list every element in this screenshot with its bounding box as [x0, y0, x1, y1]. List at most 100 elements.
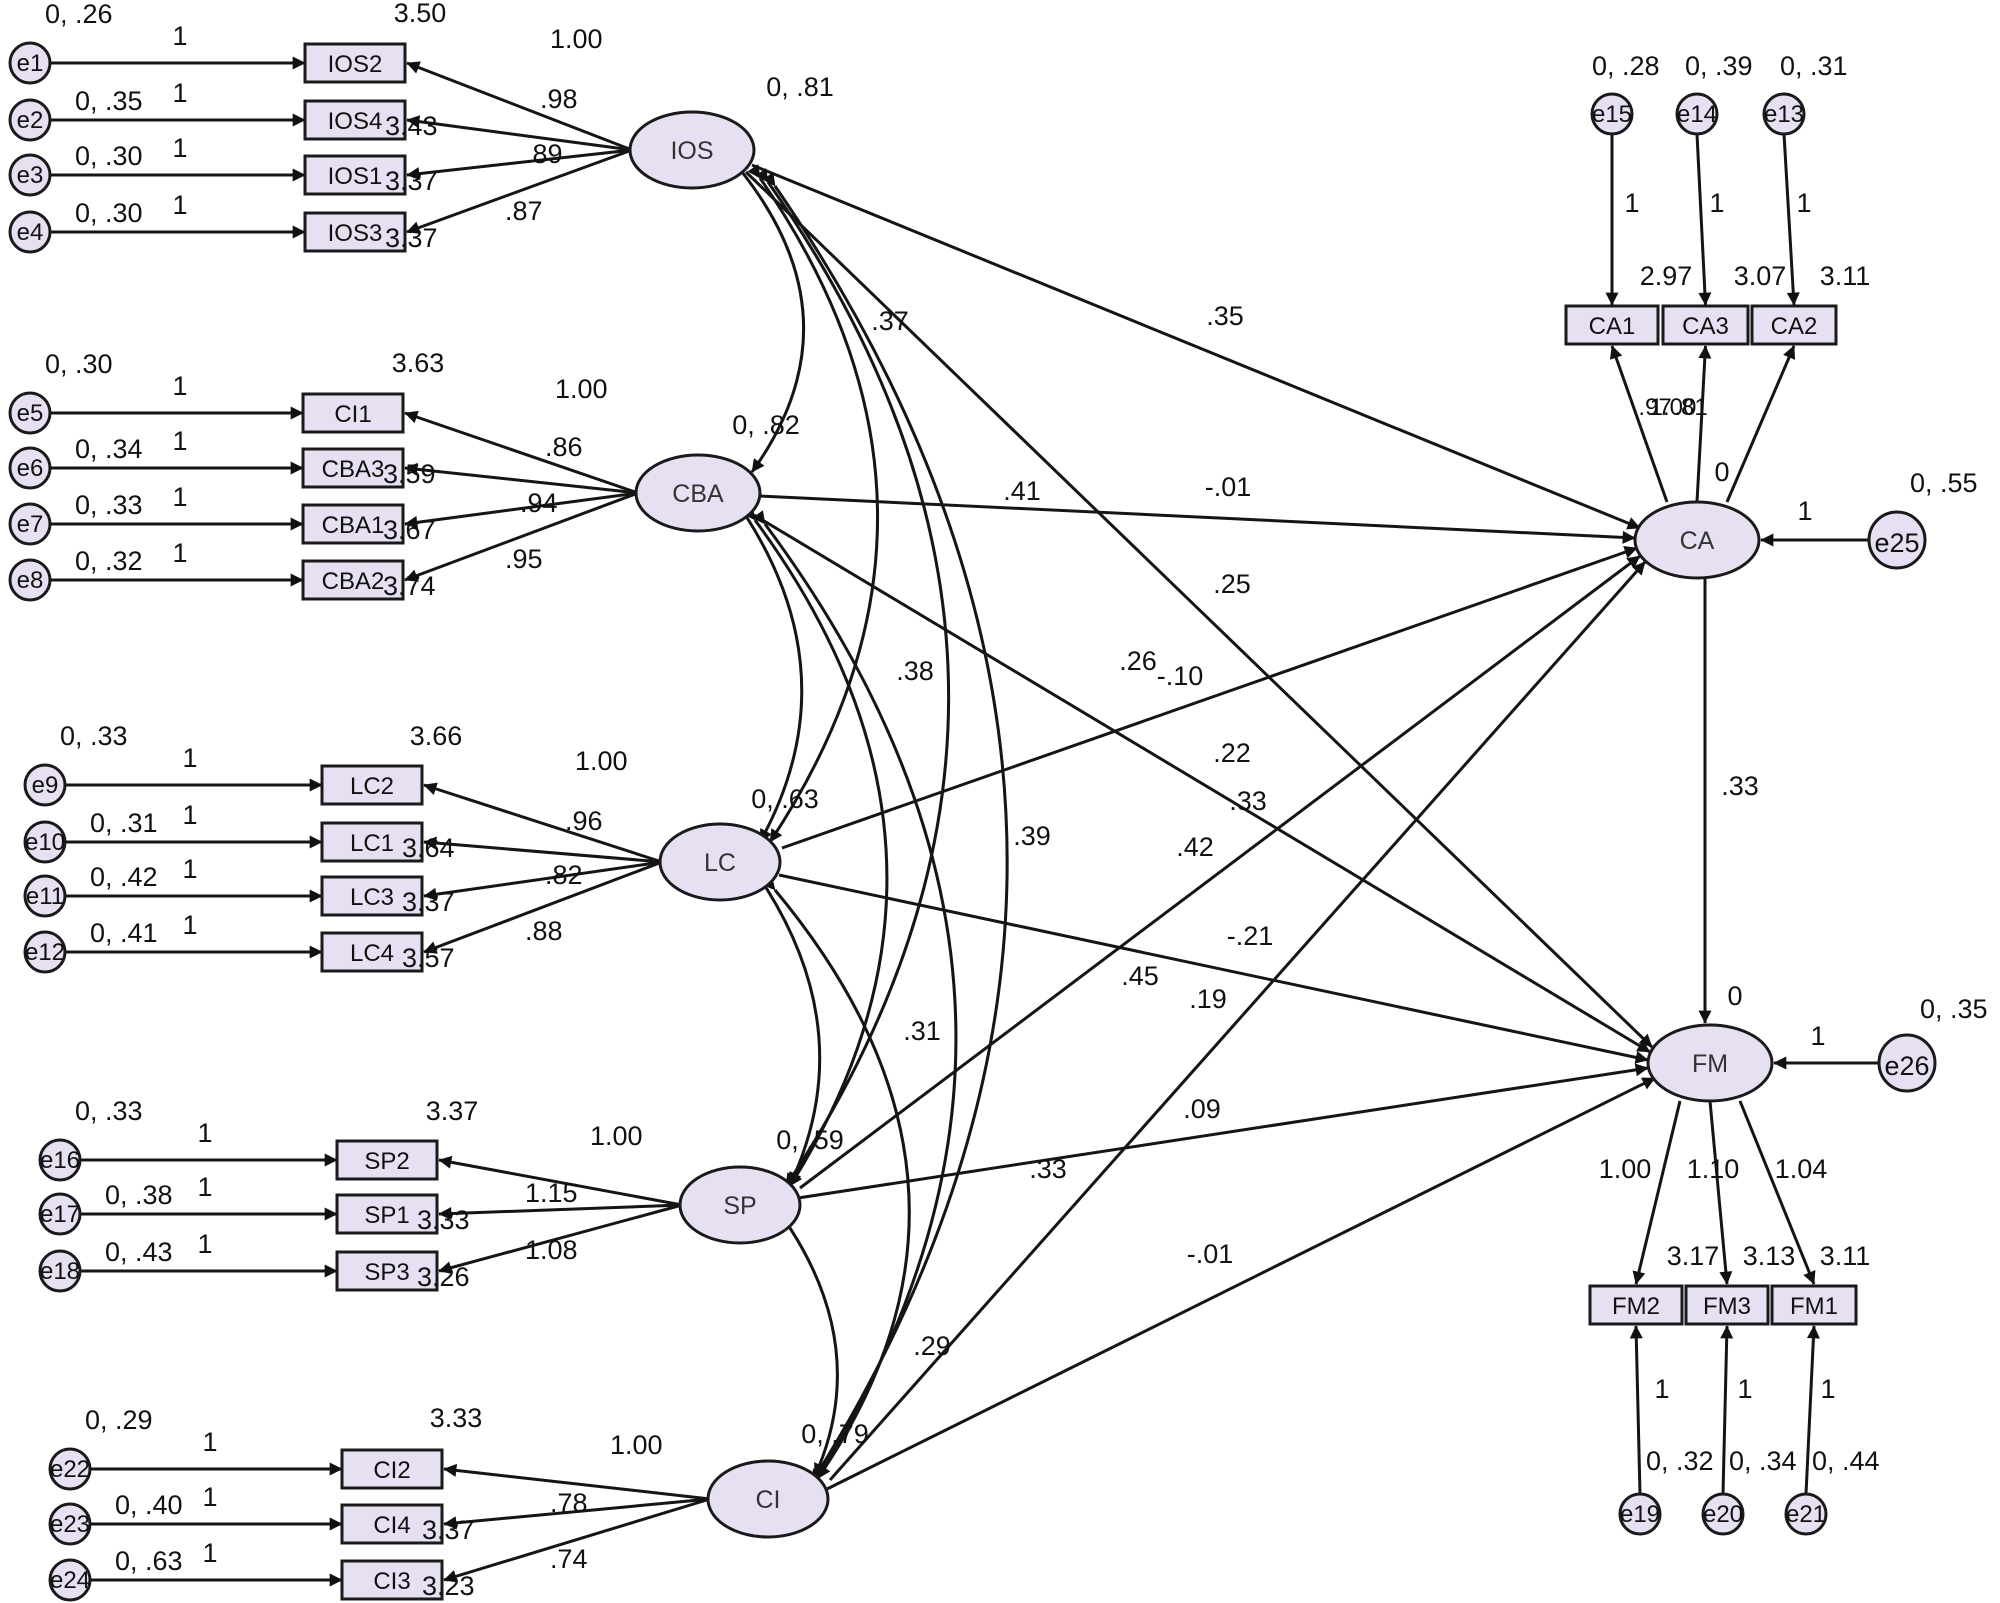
variance-CBA: 0, .82 — [732, 410, 800, 440]
param-e24: 0, .63 — [115, 1546, 183, 1576]
unit-e13: 1 — [1796, 188, 1811, 218]
indicator-CBA3-label: CBA3 — [322, 456, 385, 483]
error-e14 — [1675, 92, 1719, 136]
loading-LC-LC4 — [423, 860, 663, 954]
covariance-value-IOS-LC: .41 — [1003, 476, 1041, 506]
indicator-CI4-label: CI4 — [373, 1512, 410, 1539]
indicator-CA3 — [1661, 304, 1750, 346]
error-e21 — [1784, 1492, 1828, 1536]
loading-LC-LC3 — [423, 860, 663, 901]
loading-FM-FM1 — [1738, 1100, 1816, 1285]
structural-SP-CA — [799, 554, 1641, 1190]
error-e24 — [48, 1558, 92, 1602]
indicator-IOS4-label: IOS4 — [328, 108, 383, 135]
covariance-value-CBA-SP: .39 — [1013, 821, 1051, 851]
param-e25: 0, .55 — [1910, 468, 1978, 498]
indicator-SP1-label: SP1 — [364, 1202, 409, 1229]
intercept-LC4: 3.57 — [402, 943, 455, 973]
error-e24-label: e24 — [50, 1567, 90, 1594]
error-e15 — [1590, 92, 1634, 136]
unit-e2: 1 — [172, 78, 187, 108]
param-e8: 0, .32 — [75, 546, 143, 576]
param-e14: 0, .39 — [1685, 51, 1753, 81]
error-e9 — [23, 763, 67, 807]
structural-value-IOS-CA: .35 — [1206, 301, 1244, 331]
indicator-IOS2 — [303, 42, 407, 84]
error-e9-label: e9 — [32, 772, 59, 799]
latent-CI-label: CI — [756, 1486, 781, 1514]
structural-CI-CA — [828, 561, 1647, 1481]
unit-e7: 1 — [172, 482, 187, 512]
structural-CBA-CA — [759, 494, 1636, 544]
loading-value-LC2: 1.00 — [575, 746, 628, 776]
covariance-value-LC-SP: .31 — [903, 1016, 941, 1046]
unit-e4: 1 — [172, 190, 187, 220]
error-e18 — [38, 1249, 82, 1293]
indicator-CI1-label: CI1 — [334, 401, 371, 428]
unit-e21: 1 — [1820, 1374, 1835, 1404]
unit-e18: 1 — [197, 1229, 212, 1259]
covariance-value-CBA-LC: .38 — [896, 656, 934, 686]
covariance-IOS-CI — [762, 172, 1009, 1483]
error-e20 — [1701, 1492, 1745, 1536]
error-e17 — [38, 1192, 82, 1236]
param-e4: 0, .30 — [75, 198, 143, 228]
intercept-CI4: 3.37 — [422, 1515, 475, 1545]
covariance-SP-CI — [777, 1214, 839, 1477]
param-e22: 0, .29 — [85, 1405, 153, 1435]
error-e2 — [8, 98, 52, 142]
indicator-CBA1 — [301, 503, 405, 545]
unit-e22: 1 — [202, 1427, 217, 1457]
loading-CI-CI2 — [443, 1463, 711, 1501]
error-e14-label: e14 — [1677, 101, 1717, 128]
indicator-CA3-label: CA3 — [1682, 313, 1729, 340]
indicator-LC3-label: LC3 — [350, 884, 394, 911]
error-e12 — [23, 930, 67, 974]
param-e10: 0, .31 — [90, 808, 158, 838]
intercept-IOS3: 3.37 — [385, 223, 438, 253]
error-e13-label: e13 — [1764, 101, 1804, 128]
param-e3: 0, .30 — [75, 141, 143, 171]
param-e15: 0, .28 — [1592, 51, 1660, 81]
intercept-FM2: 3.17 — [1667, 1241, 1720, 1271]
loading-value-SP3: 1.08 — [525, 1235, 578, 1265]
error-e23-label: e23 — [50, 1511, 90, 1538]
covariance-value-LC-CI: .33 — [1029, 1154, 1067, 1184]
intercept-IOS1: 3.37 — [385, 166, 438, 196]
error-e8 — [8, 558, 52, 602]
structural-value-LC-FM: -.21 — [1227, 921, 1274, 951]
indicator-FM2 — [1588, 1284, 1684, 1326]
error-e11-label: e11 — [26, 883, 64, 910]
loading-IOS-IOS1 — [406, 148, 633, 181]
path-e14-CA3 — [1695, 133, 1712, 306]
param-e17: 0, .38 — [105, 1180, 173, 1210]
intercept-LC2: 3.66 — [410, 721, 463, 751]
latent-LC-label: LC — [704, 849, 736, 877]
latent-CA-label: CA — [1680, 527, 1715, 555]
structural-value-CI-FM: -.01 — [1187, 1239, 1234, 1269]
indicator-IOS1 — [303, 154, 407, 196]
error-e11 — [23, 874, 67, 918]
loading-CBA-CBA3 — [404, 462, 639, 495]
loading-IOS-IOS3 — [406, 148, 633, 234]
structural-IOS-CA — [751, 163, 1641, 530]
indicator-LC4-label: LC4 — [350, 940, 394, 967]
indicator-SP3 — [335, 1250, 439, 1292]
structural-value-LC-CA: .26 — [1119, 646, 1157, 676]
error-e10-label: e10 — [25, 829, 65, 856]
loading-value-LC3: .82 — [545, 860, 583, 890]
variance-SP: 0, .59 — [776, 1125, 844, 1155]
variance-CA: 0 — [1714, 457, 1729, 487]
unit-e16: 1 — [197, 1118, 212, 1148]
latent-CI — [706, 1459, 830, 1539]
unit-e15: 1 — [1624, 188, 1639, 218]
loading-value-CA2: .81 — [1674, 394, 1707, 421]
loading-CBA-CI1 — [404, 410, 639, 495]
loading-SP-SP1 — [438, 1203, 683, 1221]
loading-value-CBA1: .94 — [520, 488, 558, 518]
error-e21-label: e21 — [1786, 1501, 1826, 1528]
loading-CA-CA1 — [1609, 345, 1669, 503]
latent-FM — [1646, 1023, 1774, 1103]
